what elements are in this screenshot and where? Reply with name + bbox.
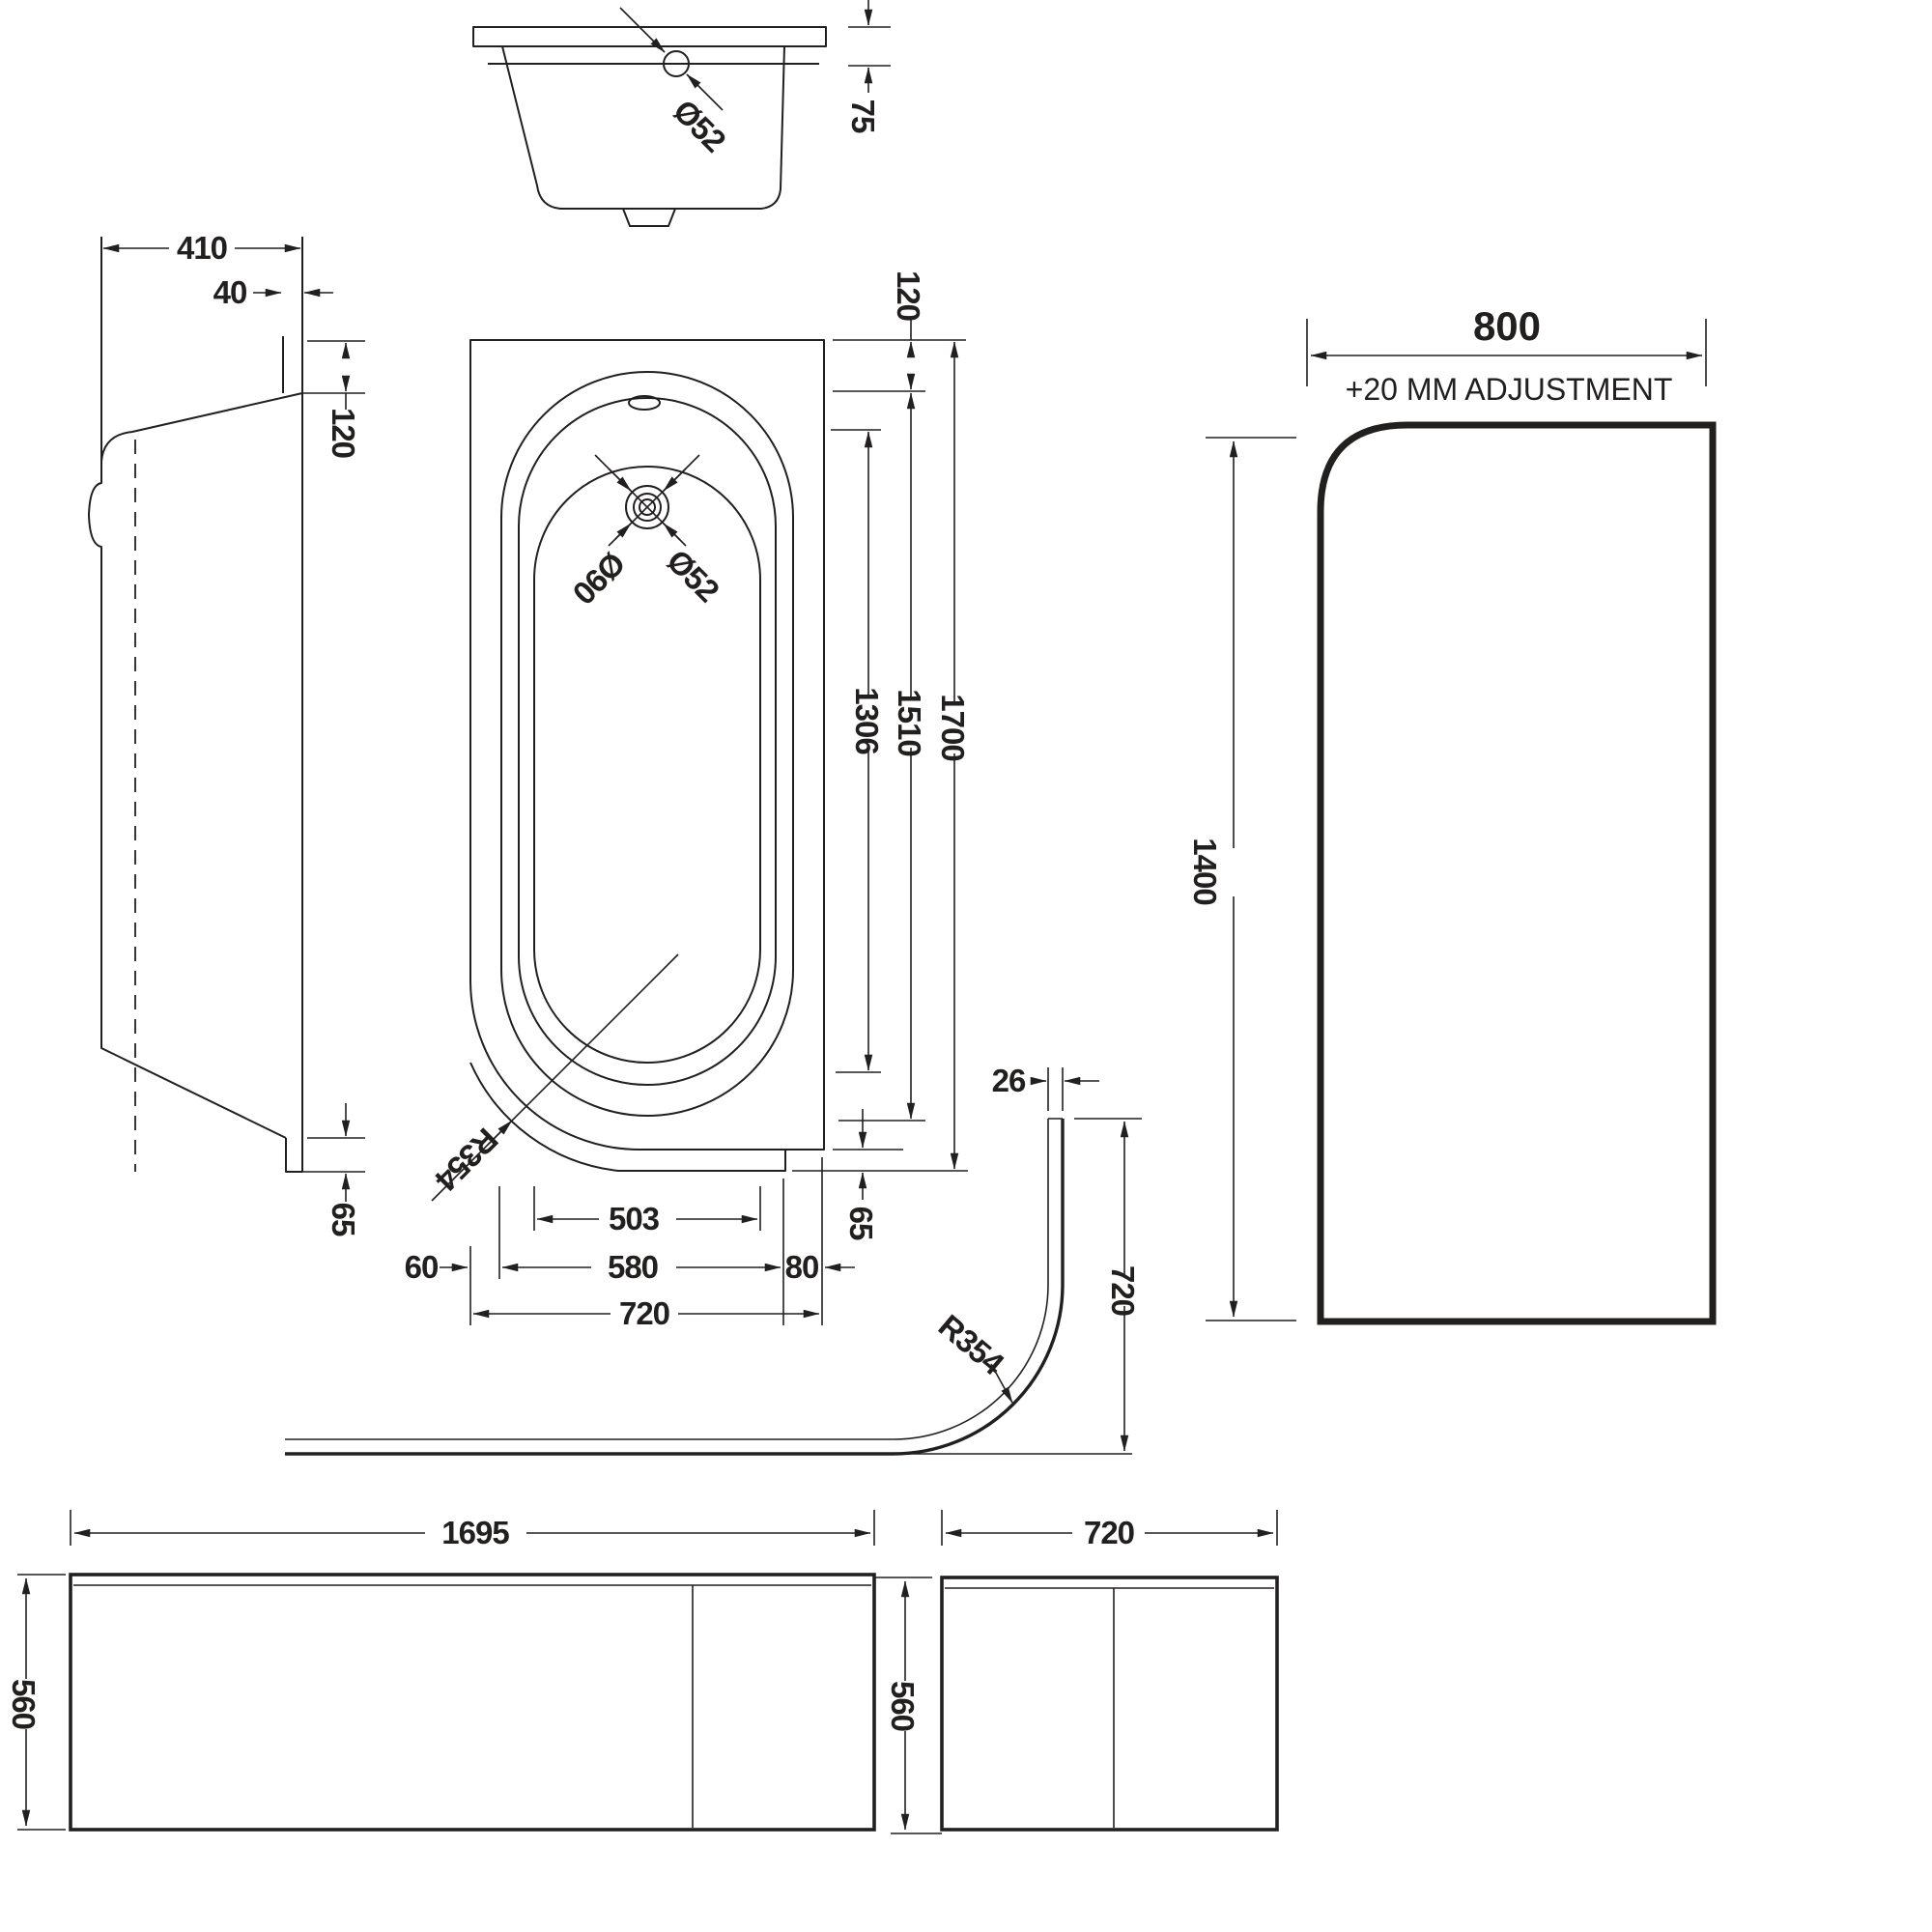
front-panel-view: 1695 560 bbox=[6, 1510, 876, 1832]
dim-plan-edge-right: 80 bbox=[785, 1249, 819, 1285]
dim-plan-head-rim: 120 bbox=[891, 270, 926, 321]
dim-end-overflow-diameter: Ø52 bbox=[667, 93, 733, 159]
end-view: Ø52 75 bbox=[472, 0, 891, 227]
dim-side-rim-overhang: 40 bbox=[213, 274, 247, 310]
dim-plan-well-width: 503 bbox=[609, 1201, 660, 1236]
dim-plan-waste-outer: Ø90 bbox=[566, 545, 632, 611]
dim-side-rim-drop: 120 bbox=[326, 408, 361, 458]
dim-plan-foot-rim: 65 bbox=[843, 1207, 879, 1240]
screen-panel bbox=[1317, 421, 1717, 1325]
dim-end-panel-width: 720 bbox=[1084, 1515, 1134, 1550]
dim-front-panel-length: 1695 bbox=[441, 1515, 509, 1550]
dim-curve-thickness: 26 bbox=[992, 1063, 1026, 1098]
dim-end-panel-height: 560 bbox=[885, 1681, 921, 1731]
dim-plan-edge-left: 60 bbox=[405, 1249, 439, 1285]
end-panel bbox=[940, 1576, 1279, 1832]
dim-plan-waste-inner: Ø52 bbox=[660, 543, 726, 610]
dim-curve-height: 720 bbox=[1105, 1265, 1141, 1316]
dim-plan-overall-width: 720 bbox=[619, 1295, 669, 1331]
screen-view: 800 +20 MM ADJUSTMENT 1400 bbox=[1187, 303, 1717, 1325]
dim-screen-width: 800 bbox=[1473, 303, 1541, 349]
dim-end-rim-height: 75 bbox=[845, 99, 881, 133]
front-panel bbox=[69, 1573, 876, 1832]
dim-front-panel-height: 560 bbox=[6, 1679, 42, 1729]
side-view: 410 40 120 65 bbox=[88, 230, 365, 1236]
dim-side-width: 410 bbox=[177, 230, 227, 266]
dim-plan-overall-length: 1700 bbox=[935, 694, 971, 760]
dim-curve-radius: R354 bbox=[932, 1307, 1011, 1382]
dim-screen-height: 1400 bbox=[1187, 838, 1223, 904]
dim-side-foot-height: 65 bbox=[326, 1203, 361, 1236]
dim-plan-inner-length: 1510 bbox=[892, 689, 927, 755]
dim-plan-inner-width: 580 bbox=[608, 1249, 658, 1285]
end-panel-view: 720 560 bbox=[874, 1510, 1279, 1834]
dim-plan-corner-radius: R354 bbox=[428, 1122, 505, 1199]
screen-adjustment-note: +20 MM ADJUSTMENT bbox=[1346, 372, 1673, 407]
plan-view: Ø90 Ø52 R354 120 1510 1306 1700 65 5 bbox=[405, 270, 971, 1331]
dim-plan-well-length: 1306 bbox=[849, 687, 885, 754]
